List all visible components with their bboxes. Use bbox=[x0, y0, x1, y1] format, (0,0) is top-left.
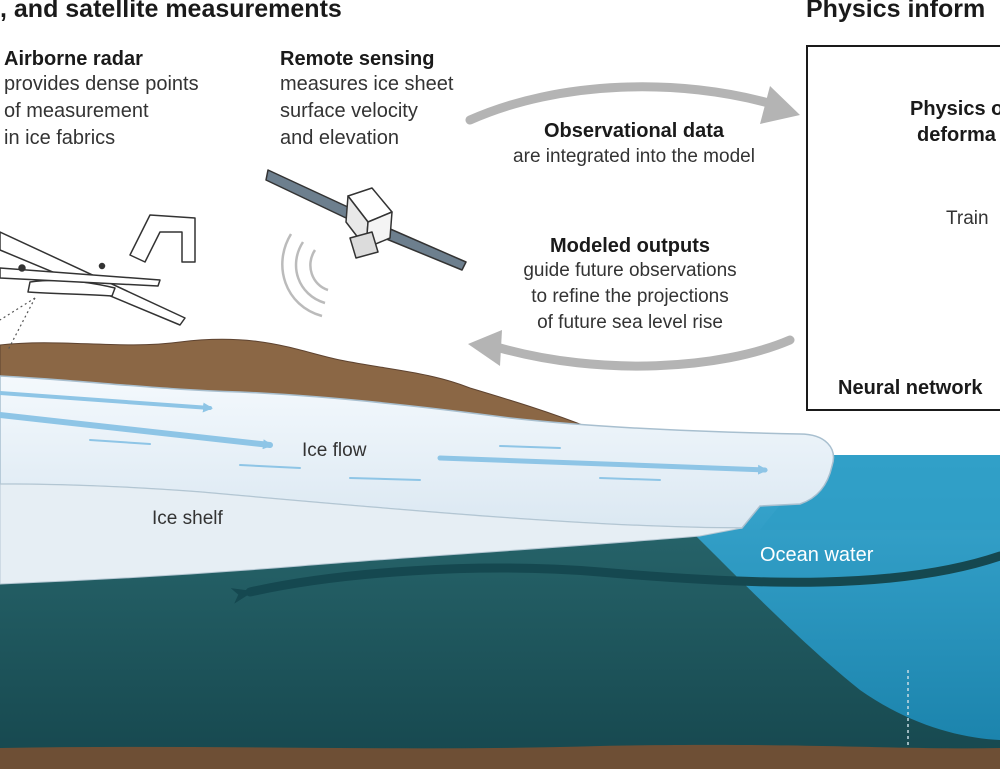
modeled-outputs-title: Modeled outputs bbox=[550, 235, 710, 257]
remote-sensing-line-2: surface velocity bbox=[280, 100, 418, 122]
seafloor bbox=[0, 744, 1000, 769]
remote-sensing-line-1: measures ice sheet bbox=[280, 73, 454, 95]
satellite-icon bbox=[265, 169, 467, 271]
left-heading: , and satellite measurements bbox=[0, 0, 342, 23]
airborne-radar-title: Airborne radar bbox=[4, 48, 143, 70]
ice-flow-label: Ice flow bbox=[302, 440, 367, 461]
ocean-circulation-arrow bbox=[230, 551, 1000, 604]
radar-beam-lines bbox=[0, 297, 36, 351]
modeled-outputs-arrowhead bbox=[468, 330, 502, 366]
physics-line-1: Physics o bbox=[910, 98, 1000, 120]
physics-line-2: deforma bbox=[917, 124, 996, 146]
observational-data-arrowhead bbox=[760, 86, 800, 124]
modeled-outputs-arrow bbox=[495, 335, 795, 371]
modeled-outputs-line-2: to refine the projections bbox=[531, 286, 729, 307]
ice-flow-arrows bbox=[0, 391, 768, 481]
ocean-water-label: Ocean water bbox=[760, 544, 874, 566]
train-label: Train bbox=[946, 208, 989, 229]
aircraft-icon bbox=[0, 214, 196, 326]
airborne-radar-line-3: in ice fabrics bbox=[4, 127, 116, 149]
remote-sensing-title: Remote sensing bbox=[280, 48, 435, 70]
observational-data-line-1: are integrated into the model bbox=[513, 146, 755, 167]
remote-sensing-line-3: and elevation bbox=[280, 127, 399, 149]
neural-network-label: Neural network bbox=[838, 377, 983, 399]
observational-data-arrow bbox=[465, 82, 777, 125]
observational-data-title: Observational data bbox=[543, 120, 725, 142]
ice-shelf-label: Ice shelf bbox=[152, 508, 223, 529]
modeled-outputs-line-1: guide future observations bbox=[523, 260, 737, 281]
signal-waves-icon bbox=[281, 233, 329, 318]
airborne-radar-line-2: of measurement bbox=[4, 100, 149, 122]
remote-sensing-caption: Remote sensing measures ice sheet surfac… bbox=[280, 48, 453, 152]
ice-shelf bbox=[0, 483, 743, 585]
right-heading: Physics inform bbox=[806, 0, 986, 23]
observational-data-caption: Observational data are integrated into t… bbox=[484, 120, 784, 170]
airborne-radar-line-1: provides dense points bbox=[4, 73, 199, 95]
model-panel bbox=[806, 45, 1000, 411]
modeled-outputs-line-3: of future sea level rise bbox=[537, 312, 723, 333]
airborne-radar-caption: Airborne radar provides dense points of … bbox=[4, 48, 199, 152]
modeled-outputs-caption: Modeled outputs guide future observation… bbox=[490, 235, 770, 336]
